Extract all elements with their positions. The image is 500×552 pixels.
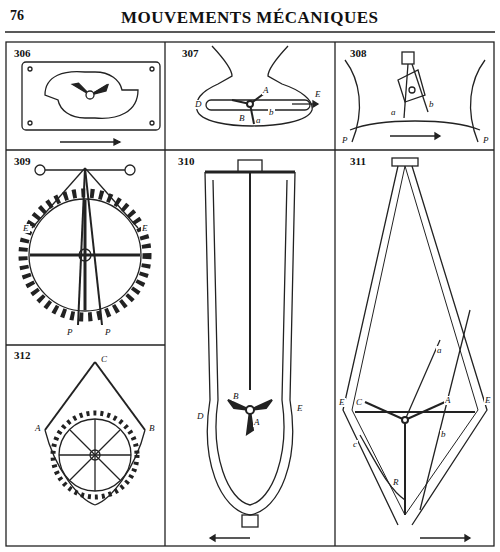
cam-frame xyxy=(205,160,295,541)
rhombus-frame xyxy=(343,158,487,541)
part-letter: E xyxy=(22,224,30,233)
part-letter: C xyxy=(100,355,108,364)
part-letter: D xyxy=(194,100,203,109)
slotted-plate xyxy=(22,62,160,145)
part-letter: D xyxy=(196,412,205,421)
part-letter: A xyxy=(34,424,42,433)
part-letter: b xyxy=(428,100,435,109)
part-letter: B xyxy=(238,114,246,123)
figure-number: 309 xyxy=(14,156,31,167)
part-letter: E xyxy=(338,398,346,407)
part-letter: R xyxy=(392,478,400,487)
figure-number: 308 xyxy=(350,48,367,59)
part-letter: E xyxy=(141,224,149,233)
figure-number: 306 xyxy=(14,48,31,59)
part-letter: B xyxy=(148,424,156,433)
part-letter: C xyxy=(355,398,363,407)
part-letter: E xyxy=(314,90,322,99)
page-title: MOUVEMENTS MÉCANIQUES xyxy=(121,9,379,26)
part-letter: B xyxy=(232,392,240,401)
figure-number: 312 xyxy=(14,350,31,361)
part-letter: P xyxy=(66,328,74,337)
page-number: 76 xyxy=(10,9,24,23)
part-letter: P xyxy=(341,136,349,145)
part-letter: A xyxy=(444,396,452,405)
part-letter: c xyxy=(352,440,358,449)
part-letter: A xyxy=(253,418,261,427)
escape-wheel xyxy=(23,165,147,325)
saddle-frame xyxy=(197,46,318,126)
part-letter: E xyxy=(296,404,304,413)
pin-wheel xyxy=(45,362,145,505)
part-letter: a xyxy=(255,116,262,125)
escapement-frame xyxy=(345,52,485,142)
part-letter: b xyxy=(440,430,447,439)
figure-number: 311 xyxy=(350,156,366,167)
part-letter: E xyxy=(484,396,492,405)
part-letter: A xyxy=(262,86,270,95)
part-letter: a xyxy=(436,346,443,355)
part-letter: b xyxy=(268,108,275,117)
part-letter: P xyxy=(104,328,112,337)
figure-number: 310 xyxy=(178,156,195,167)
part-letter: a xyxy=(390,108,397,117)
figure-number: 307 xyxy=(182,48,199,59)
part-letter: P xyxy=(482,136,490,145)
